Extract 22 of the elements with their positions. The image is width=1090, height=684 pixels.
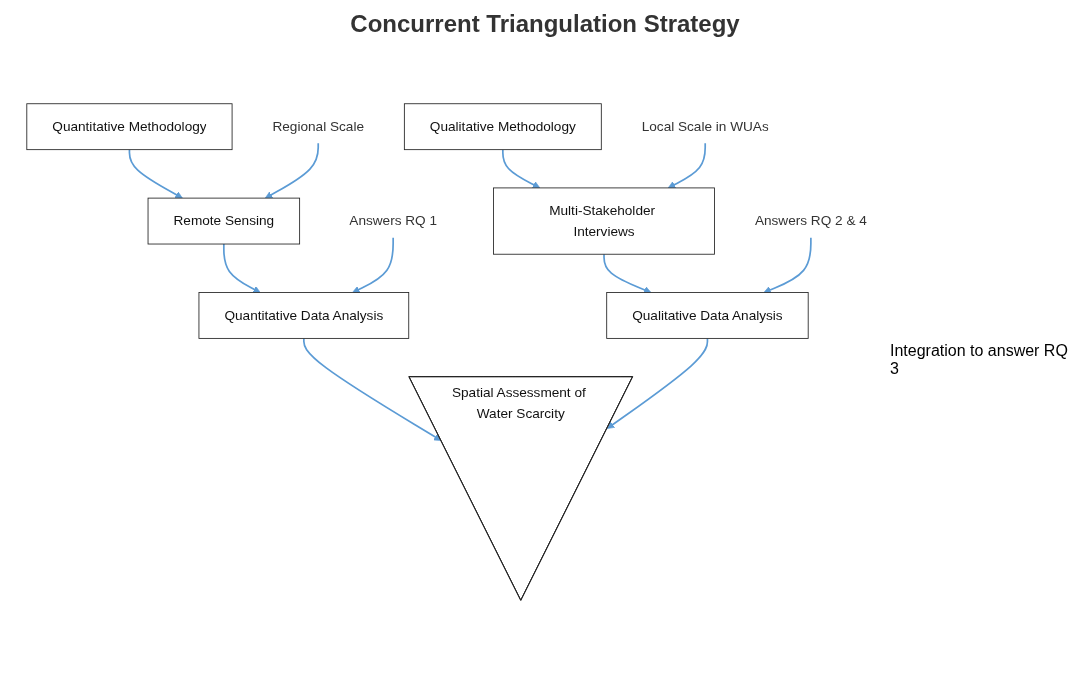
arrow xyxy=(667,142,707,189)
arrow xyxy=(352,236,394,293)
node-box: Quantitative Methodology xyxy=(26,103,233,151)
node-text: Answers RQ 2 & 4 xyxy=(754,213,867,228)
arrow xyxy=(303,337,442,441)
arrow xyxy=(606,337,709,429)
node-text: Regional Scale xyxy=(272,119,364,134)
node-box: Remote Sensing xyxy=(147,197,301,245)
node-box: Multi-Stakeholder Interviews xyxy=(493,187,715,255)
arrow xyxy=(264,142,320,199)
node-text: Local Scale in WUAs xyxy=(641,119,769,134)
node-box: Qualitative Methodology xyxy=(403,103,602,151)
arrow xyxy=(128,148,183,199)
arrow xyxy=(603,253,652,294)
diagram-title: Concurrent Triangulation Strategy xyxy=(349,10,741,38)
node-box: Qualitative Data Analysis xyxy=(606,292,809,339)
node-box: Quantitative Data Analysis xyxy=(198,292,410,339)
arrow xyxy=(763,236,812,294)
note-text: Integration to answer RQ 3 xyxy=(890,342,1069,378)
arrow xyxy=(501,148,541,189)
arrow xyxy=(223,243,261,293)
node-text: Answers RQ 1 xyxy=(349,213,438,228)
